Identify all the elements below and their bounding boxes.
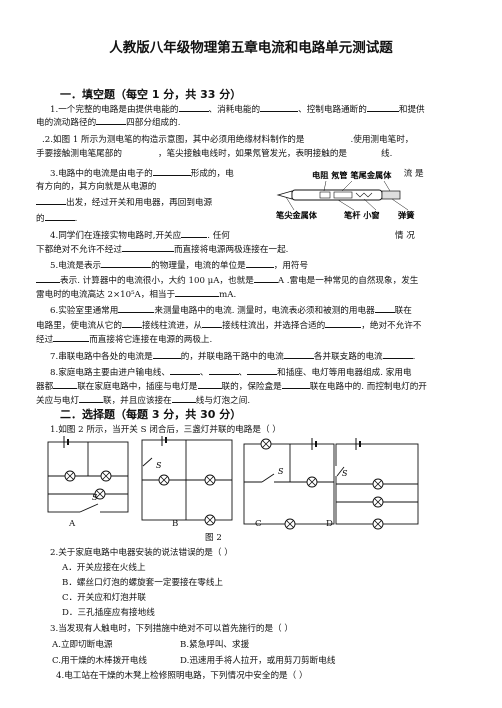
fill-line-11: 5.电流是表示的物理量，电流的单位是，用符号 (50, 258, 308, 272)
document-title: 人教版八年级物理第五章电流和电路单元测试题 (109, 40, 393, 56)
lamp-b1 (158, 474, 170, 486)
question-2-option-b: B．螺丝口灯泡的螺旋套一定要接在零线上 (62, 578, 224, 588)
fill-line-9: 4.同学们在连接实物电路时,开关应. 任何情 况 (50, 228, 415, 242)
question-2: 2.关于家庭电路中电器安装的说法错误的是（ ） (50, 548, 233, 558)
question-2-option-d: D．三孔插座应有接地线 (62, 608, 155, 618)
question-1: 1.如图 2 所示，当开关 S 闭合后，三盏灯并联的电路是（ ） (50, 425, 281, 435)
fill-line-8: 的. (36, 211, 77, 225)
pen-label-top: 电阻 氖管 笔尾金属体 (312, 170, 392, 180)
circuits-figure: S S S S (47, 436, 419, 530)
question-3: 3.当发现有人触电时，下列措施中绝对不可以首先施行的是（ ） (50, 624, 293, 634)
test-pen-figure: 电阻 氖管 笔尾金属体 笔尖金属体 笔杆 小窗 弹簧 (275, 170, 414, 220)
test-pen-drawing (276, 180, 409, 211)
fill-line-14: 6.实验室里通常用来测量电路中的电流. 测量时，电流表必须和被测的用电器联在 (50, 303, 412, 317)
fill-line-17: 7.串联电路中各处的电流是的，并联电路干路中的电流各并联支路的电流. (50, 349, 415, 363)
question-3-option-d: D.迅速用手将人拉开，或用剪刀剪断电线 (180, 656, 336, 666)
circuit-a (47, 441, 129, 514)
lamp-c3 (284, 518, 296, 530)
pen-label-spring: 弹簧 (398, 210, 414, 220)
fill-line-19: 器都联在家庭电路中，插座与电灯是联的，保险盒是联在电路中的. 而控制电灯的开 (36, 379, 427, 393)
fill-line-5: 3.电路中的电流是由电子的形成的，电流 是 (50, 166, 424, 180)
switch-label-d: S (342, 469, 348, 478)
question-3-option-b: B.紧急呼叫、求援 (180, 640, 250, 650)
circuit-label-b: B (172, 519, 179, 529)
lamp-a1 (64, 470, 76, 482)
circuit-b (141, 439, 233, 521)
switch-label-a: S (92, 493, 98, 502)
question-2-option-a: A．开关应接在火线上 (62, 563, 146, 573)
pen-label-body: 笔杆 小窗 (343, 210, 380, 220)
switch-label-c: S (278, 467, 284, 476)
fill-line-15: 电路里，使电流从它的接线柱流进，从接线柱流出，并选择合适的，绝对不允许不 (36, 318, 421, 332)
lamp-b2 (204, 474, 216, 486)
fill-line-16: 经过而直接将它连接在电源的两极上. (36, 332, 212, 346)
fill-line-10: 下都绝对不允许不经过而直接将电源两极连接在一起. (36, 242, 288, 256)
fill-line-4: 手要接触测电笔尾部的，笔尖接触电线时，如果氖管发光，表明接触的是线. (36, 149, 393, 159)
fill-line-3: .2.如图 1 所示为测电笔的构造示意图，其中必须用绝缘材料制作的是.使用测电笔… (42, 135, 414, 145)
fill-line-6: 有方向的，其方向就是从电源的 (36, 182, 157, 192)
battery-b (161, 436, 167, 447)
circuit-c (243, 443, 335, 525)
question-2-option-c: C．开关应和灯泡并联 (62, 593, 146, 603)
circuit-label-d: D (326, 519, 333, 529)
lamp-d3 (372, 518, 384, 530)
question-3-option-a: A.立即切断电源 (52, 640, 113, 650)
section1-heading: 一．填空题（每空 1 分，共 33 分） (60, 88, 242, 101)
lamp-c2 (306, 476, 318, 488)
fill-line-2: 电的流动路径的四部分组成的. (36, 115, 180, 129)
lamp-c1 (260, 438, 272, 450)
circuit-label-c: C (255, 519, 262, 529)
pen-label-tip: 笔尖金属体 (275, 210, 318, 220)
question-3-option-c: C.用干燥的木棒拨开电线 (52, 656, 147, 666)
fill-line-18: 8.家庭电路主要由进户输电线、、、和插座、电灯等用电器组成. 家用电 (50, 365, 412, 379)
lamp-d1 (372, 478, 384, 490)
question-4: 4.电工站在干燥的木凳上检修照明电路，下列情况中安全的是（ ） (56, 671, 308, 681)
fill-line-7: 出发，经过开关和用电器，再回到电源 (36, 195, 212, 209)
lamp-d2 (372, 496, 384, 508)
fill-line-1: 1.一个完整的电路是由提供电能的、消耗电能的、控制电路通断的和提供 (50, 102, 425, 116)
lamp-b3 (204, 514, 216, 526)
figure-2-caption: 图 2 (205, 533, 222, 543)
switch-label-b: S (156, 461, 162, 470)
circuit-label-a: A (69, 519, 76, 529)
fill-line-20: 关应与电灯联，并且应该接在线与灯泡之间. (36, 393, 250, 407)
section2-heading: 二．选择题（每题 3 分，共 30 分） (60, 408, 242, 421)
lamp-a2 (100, 470, 112, 482)
